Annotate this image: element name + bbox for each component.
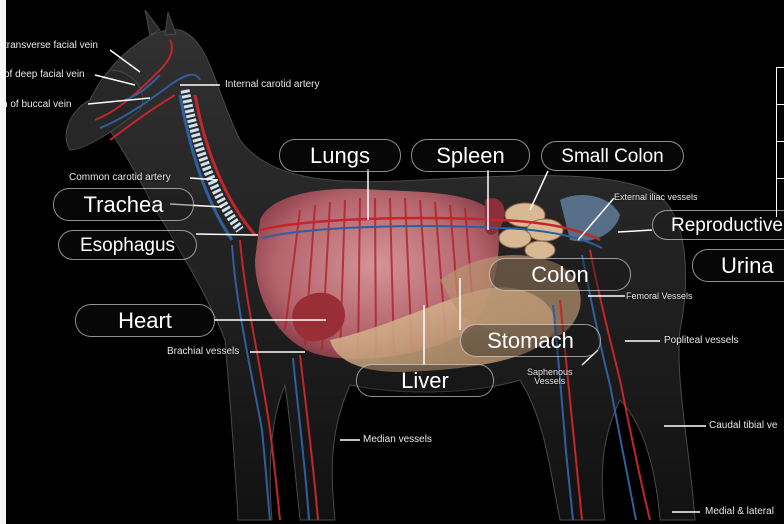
left-edge-strip [0, 0, 6, 524]
side-panel-row[interactable] [777, 178, 784, 215]
label-esophagus[interactable]: Esophagus [58, 230, 197, 260]
label-liver[interactable]: Liver [356, 364, 494, 397]
label-brachial-vessels[interactable]: Brachial vessels [167, 346, 239, 357]
label-transverse-facial-vein[interactable]: transverse facial vein [4, 40, 98, 51]
label-femoral-vessels[interactable]: Femoral Vessels [626, 291, 693, 301]
label-lungs[interactable]: Lungs [279, 139, 401, 172]
label-heart[interactable]: Heart [75, 304, 215, 337]
side-panel-row[interactable] [777, 104, 784, 141]
label-median-vessels[interactable]: Median vessels [363, 434, 432, 445]
side-panel-row[interactable] [777, 141, 784, 178]
label-medial-lateral-vessels[interactable]: Medial & lateral [705, 506, 774, 517]
label-caudal-tibial-vessels[interactable]: Caudal tibial ve [709, 420, 777, 431]
label-buccal-vein[interactable]: n of buccal vein [2, 99, 72, 110]
label-trachea[interactable]: Trachea [53, 188, 194, 221]
label-spleen[interactable]: Spleen [411, 139, 530, 172]
label-reproductive[interactable]: Reproductive [652, 210, 784, 240]
label-stomach[interactable]: Stomach [460, 324, 601, 357]
label-small-colon[interactable]: Small Colon [541, 141, 684, 171]
label-saphenous-vessels[interactable]: Saphenous Vessels [527, 368, 573, 386]
label-common-carotid-artery[interactable]: Common carotid artery [69, 172, 171, 183]
label-popliteal-vessels[interactable]: Popliteal vessels [664, 335, 738, 346]
label-colon[interactable]: Colon [489, 258, 631, 291]
label-urinary[interactable]: Urina [692, 249, 784, 282]
label-deep-facial-vein[interactable]: of deep facial vein [4, 69, 85, 80]
side-panel-frame [776, 67, 784, 217]
side-panel-row[interactable] [777, 67, 784, 104]
label-internal-carotid-artery[interactable]: Internal carotid artery [225, 79, 320, 90]
label-external-iliac-vessels[interactable]: External iliac vessels [614, 192, 698, 202]
